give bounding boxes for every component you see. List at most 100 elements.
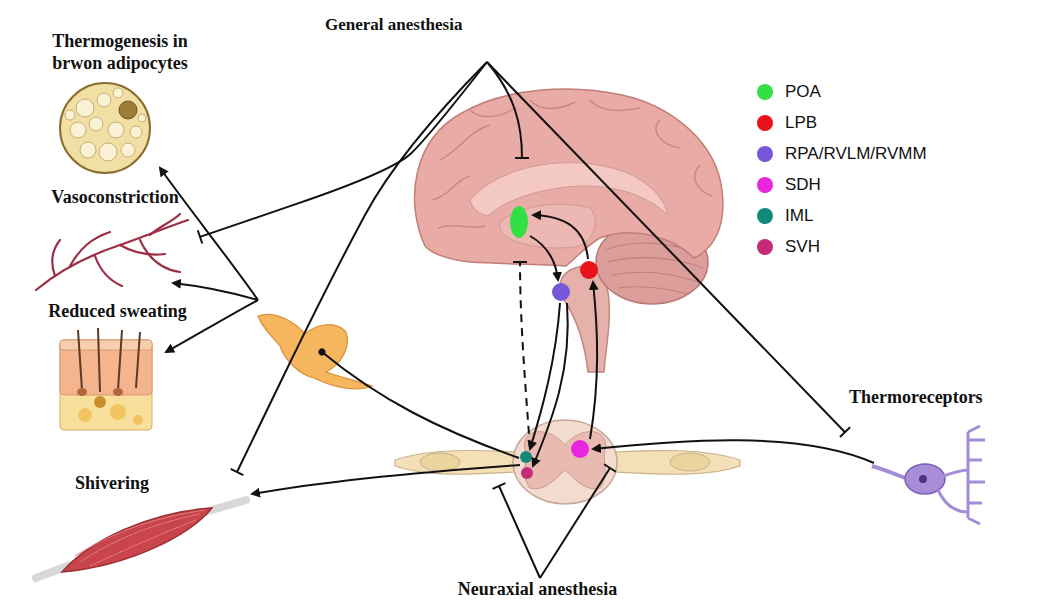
brain-illustration-part [500,204,596,248]
legend-row: IML [757,204,813,228]
vessel-illustration-part [70,232,110,266]
legend-row: RPA/RVLM/RVMM [757,142,927,166]
spinal-cord-illustration-part [670,453,710,471]
labelled-figure: Neuraxial anesthesia [445,578,630,604]
labelled-figure: Vasoconstriction [30,186,200,292]
sensory-neuron-part [872,466,905,478]
legend-text: IML [785,206,813,226]
adipocyte-illustration-part [65,110,75,120]
legend-swatch [757,146,773,162]
figure-label: Neuraxial anesthesia [445,578,630,600]
adipocyte-illustration-part [76,99,94,117]
spinal-cord-illustration [395,420,740,504]
adipocyte-illustration-part [138,114,146,122]
legend-row: POA [757,80,821,104]
labelled-figure: Thermogenesis in brwon adipocytes [30,30,210,173]
legend-swatch [757,208,773,224]
adipocyte-illustration-part [89,117,103,131]
spinal-cord-illustration-part [520,451,532,463]
legend: POALPBRPA/RVLM/RVMMSDHIMLSVH [757,80,957,270]
adipocyte-illustration-part [130,126,142,138]
pathway-arrows-part [520,262,530,448]
inhibition-connector [200,62,487,237]
vessel-illustration-part [95,256,122,286]
sensory-neuron [872,426,985,524]
figure-label: Reduced sweating [30,300,205,322]
adipocyte-illustration-part [108,122,124,138]
brain-illustration-part [510,206,528,238]
vessel-illustration-part [52,240,60,276]
pathway-arrows-part [593,440,874,463]
adipocyte-illustration-part [97,93,111,107]
vessel-illustration-part [150,214,180,235]
sensory-neuron-part [905,464,945,494]
pathway-arrows-part [530,303,560,449]
legend-text: POA [785,82,821,102]
adipocyte-illustration-part [99,143,117,161]
brain-illustration [415,89,723,372]
skin-illustration-part [78,408,92,422]
legend-swatch [757,115,773,131]
legend-text: SVH [785,237,820,257]
pathway-arrows-part [533,303,568,466]
spinal-cord-illustration-part [524,432,605,489]
legend-row: LPB [757,111,817,135]
pathway-arrows-part [499,486,540,578]
spinal-cord-illustration-part [615,450,740,474]
pathway-arrows-part [173,283,258,300]
pathway-arrows-part [540,468,610,578]
legend-swatch [757,239,773,255]
adipocyte-illustration-part [113,88,123,98]
vessel-illustration-part [140,240,180,272]
adipocyte-illustration-part [70,122,86,138]
legend-swatch [757,84,773,100]
adipocyte-illustration [60,83,150,173]
inhibition-connector [487,62,845,432]
pathway-arrows-part [533,215,588,259]
legend-swatch [757,177,773,193]
figure-label: Thermogenesis in brwon adipocytes [30,30,210,74]
figure-label: General anesthesia [325,14,493,36]
skin-illustration-part [94,396,106,408]
pathway-arrows-part [530,236,558,280]
legend-row: SVH [757,235,820,259]
sensory-neuron-part [943,426,985,524]
brain-illustration-part [552,283,570,301]
pathway-arrows [160,62,874,578]
adipocyte-illustration-part [80,142,96,158]
figure-label: Thermoreceptors [849,386,1035,408]
skin-illustration-part [77,388,87,396]
legend-text: RPA/RVLM/RVMM [785,144,927,164]
skin-illustration-part [78,328,140,392]
adipocyte-illustration-part [60,83,150,173]
muscle-illustration-part [62,508,212,572]
muscle-illustration-part [75,510,205,566]
vessel-illustration-part [36,220,188,290]
vessel-illustration [36,214,188,290]
labelled-figure: Shivering [30,472,255,585]
pathway-arrows-part [487,62,522,158]
pathway-arrows-part [590,282,597,439]
brain-illustration-part [415,89,723,266]
sensory-neuron-part [938,490,968,512]
skin-illustration-part [110,404,126,420]
spinal-cord-illustration-part [521,467,533,479]
adipocyte-illustration-part [121,143,135,157]
adipocyte-illustration-part [119,101,137,119]
muscle-illustration [36,500,246,578]
sensory-neuron-part [919,475,927,483]
legend-text: LPB [785,113,817,133]
labelled-figure: Reduced sweating [30,300,205,432]
figure-label: Shivering [75,472,255,494]
spinal-cord-illustration-part [571,440,589,458]
labelled-figure: Thermoreceptors [845,386,1035,522]
spinal-cord-illustration-part [420,453,460,471]
pathway-arrows-part [322,352,519,458]
figure-label: Vasoconstriction [30,186,200,208]
skin-illustration-part [113,388,123,396]
inhibition-connector [237,62,487,472]
muscle-illustration-part [205,500,246,512]
skin-illustration [60,328,152,430]
